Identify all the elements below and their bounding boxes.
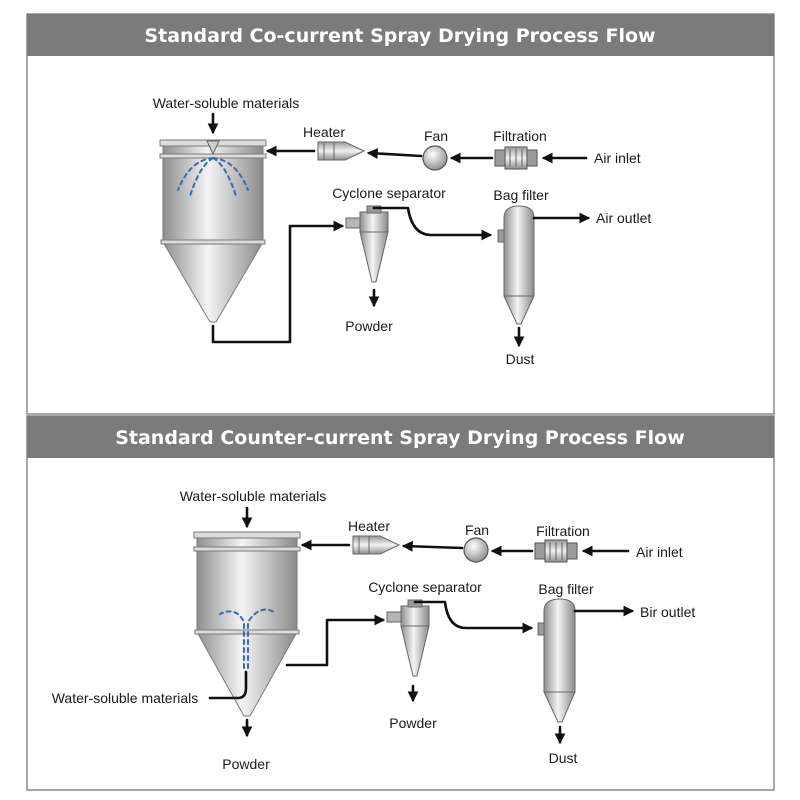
heater-icon [352,535,401,555]
filtration-label: Filtration [493,128,547,144]
panel-frame [26,13,775,415]
title-bar [27,416,774,458]
side-feed-line [208,670,248,700]
powder-label: Powder [345,318,393,334]
cyclone-label: Cyclone separator [332,185,446,201]
feed-label: Water-soluble materials [153,95,300,111]
panel-title: Standard Counter-current Spray Drying Pr… [115,427,685,449]
bag-filter [497,205,535,325]
feed-label: Water-soluble materials [180,488,327,504]
spray-pattern [177,157,249,197]
fan-icon [422,145,448,171]
air-inlet-label: Air inlet [594,150,641,166]
spray-pattern [219,608,275,669]
air-inlet-label: Air inlet [636,544,683,560]
fan-label: Fan [465,522,489,538]
fan-to-heater-arrow [401,540,464,552]
dust-label: Dust [506,351,535,367]
panel-co-current: Standard Co-current Spray Drying Process… [26,13,775,415]
filtration-icon [534,539,578,563]
cyclone-label: Cyclone separator [368,579,482,595]
title-bar [27,14,774,56]
panel-frame [26,415,775,791]
fan-label: Fan [424,128,448,144]
chamber-to-cyclone-line [211,220,345,344]
dust-label: Dust [549,750,578,766]
fan-to-heater-arrow [366,148,423,159]
cyclone-to-bag-filter-line [413,600,534,634]
cyclone-separator [345,205,389,283]
heater-label: Heater [303,124,345,140]
heater-icon [317,141,366,161]
bag-filter-label: Bag filter [493,187,549,203]
air-outlet-label: Bir outlet [640,604,695,620]
bag-filter-label: Bag filter [538,581,594,597]
side-feed-label: Water-soluble materials [52,690,199,706]
panel-title: Standard Co-current Spray Drying Process… [144,25,655,47]
air-outlet-label: Air outlet [596,210,651,226]
chamber-to-cyclone-line [285,614,386,667]
cyclone-powder-label: Powder [389,715,437,731]
fan-icon [463,537,489,563]
filtration-icon [494,146,538,170]
chamber-powder-label: Powder [222,756,270,772]
panel-counter-current: Standard Counter-current Spray Drying Pr… [26,415,775,791]
cyclone-to-bag-filter-line [372,206,493,241]
filtration-label: Filtration [536,523,590,539]
atomizer-nozzle [206,140,220,156]
cyclone-separator [386,599,430,677]
heater-label: Heater [348,518,390,534]
